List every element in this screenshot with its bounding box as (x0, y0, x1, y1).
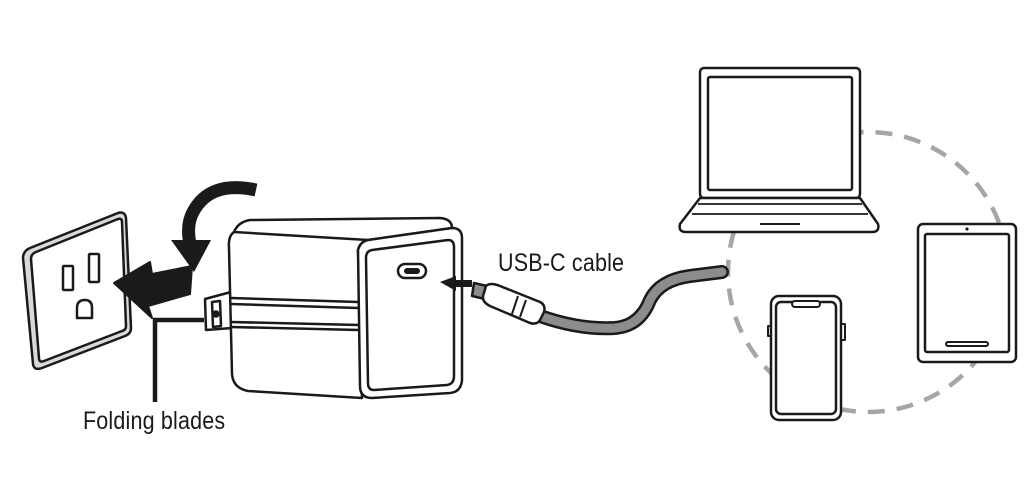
tablet-icon (916, 222, 1018, 364)
rotate-arrow-icon (171, 181, 258, 272)
folding-blades-label: Folding blades (83, 407, 226, 435)
usb-c-connector-icon (470, 281, 546, 325)
charger-icon (203, 216, 464, 400)
usb-c-cable-label: USB-C cable (498, 249, 625, 277)
port-insert-arrow-icon (440, 276, 472, 291)
insert-arrow-icon (113, 261, 193, 319)
folding-blades-pointer (152, 317, 204, 402)
wall-outlet-icon (21, 211, 133, 371)
phone-icon (767, 294, 846, 422)
laptop-icon (678, 66, 880, 234)
usb-c-cable (533, 265, 729, 336)
